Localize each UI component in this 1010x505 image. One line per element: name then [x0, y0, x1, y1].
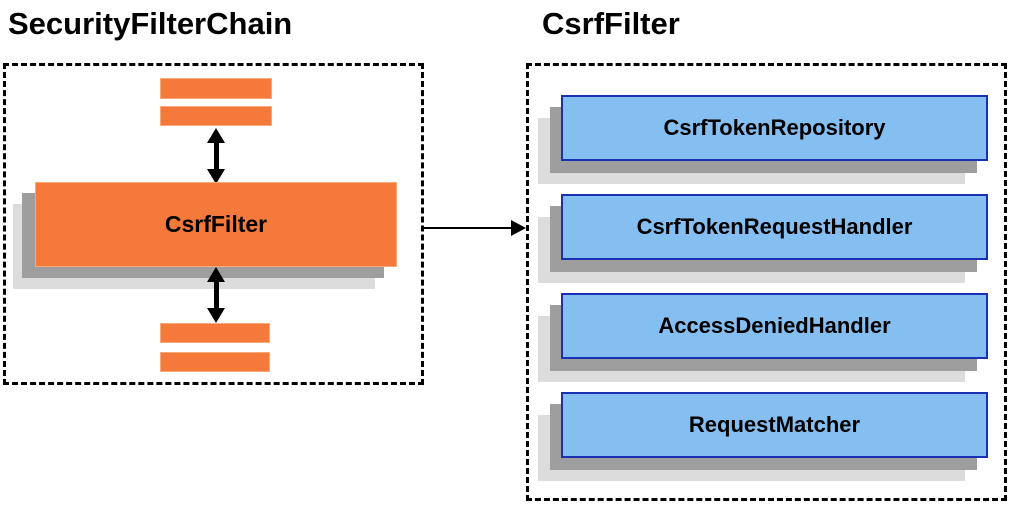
- arrow-shaft: [213, 140, 219, 172]
- flow-arrow-icon: [423, 220, 526, 236]
- component-box-group: RequestMatcher: [538, 392, 989, 482]
- component-box-group: CsrfTokenRequestHandler: [538, 194, 989, 284]
- csrf-token-request-handler-box: CsrfTokenRequestHandler: [561, 194, 988, 260]
- double-arrow-icon-top: [207, 128, 225, 184]
- csrf-token-repository-box: CsrfTokenRepository: [561, 95, 988, 161]
- filter-bar-top-1: [160, 78, 272, 99]
- component-box-group: AccessDeniedHandler: [538, 293, 989, 383]
- arrow-shaft: [423, 227, 513, 229]
- csrffilter-dashed-container: [526, 63, 1007, 501]
- filter-bar-bottom-2: [160, 352, 270, 372]
- securityfilterchain-title: SecurityFilterChain: [8, 6, 293, 41]
- request-matcher-box: RequestMatcher: [561, 392, 988, 458]
- filter-bar-bottom-1: [160, 323, 270, 343]
- csrffilter-panel-title: CsrfFilter: [542, 6, 680, 41]
- csrffilter-box-group: CsrfFilter: [13, 182, 398, 290]
- component-box-group: CsrfTokenRepository: [538, 95, 989, 185]
- arrow-shaft: [213, 279, 219, 311]
- double-arrow-icon-bottom: [207, 267, 225, 323]
- arrowhead-down-icon: [207, 308, 225, 323]
- arrowhead-down-icon: [207, 169, 225, 184]
- filter-bar-top-2: [160, 106, 272, 126]
- arrowhead-right-icon: [511, 220, 526, 236]
- csrffilter-box: CsrfFilter: [35, 182, 397, 267]
- arrowhead-up-icon: [207, 267, 225, 282]
- access-denied-handler-box: AccessDeniedHandler: [561, 293, 988, 359]
- arrowhead-up-icon: [207, 128, 225, 143]
- securityfilterchain-dashed-container: [3, 63, 424, 385]
